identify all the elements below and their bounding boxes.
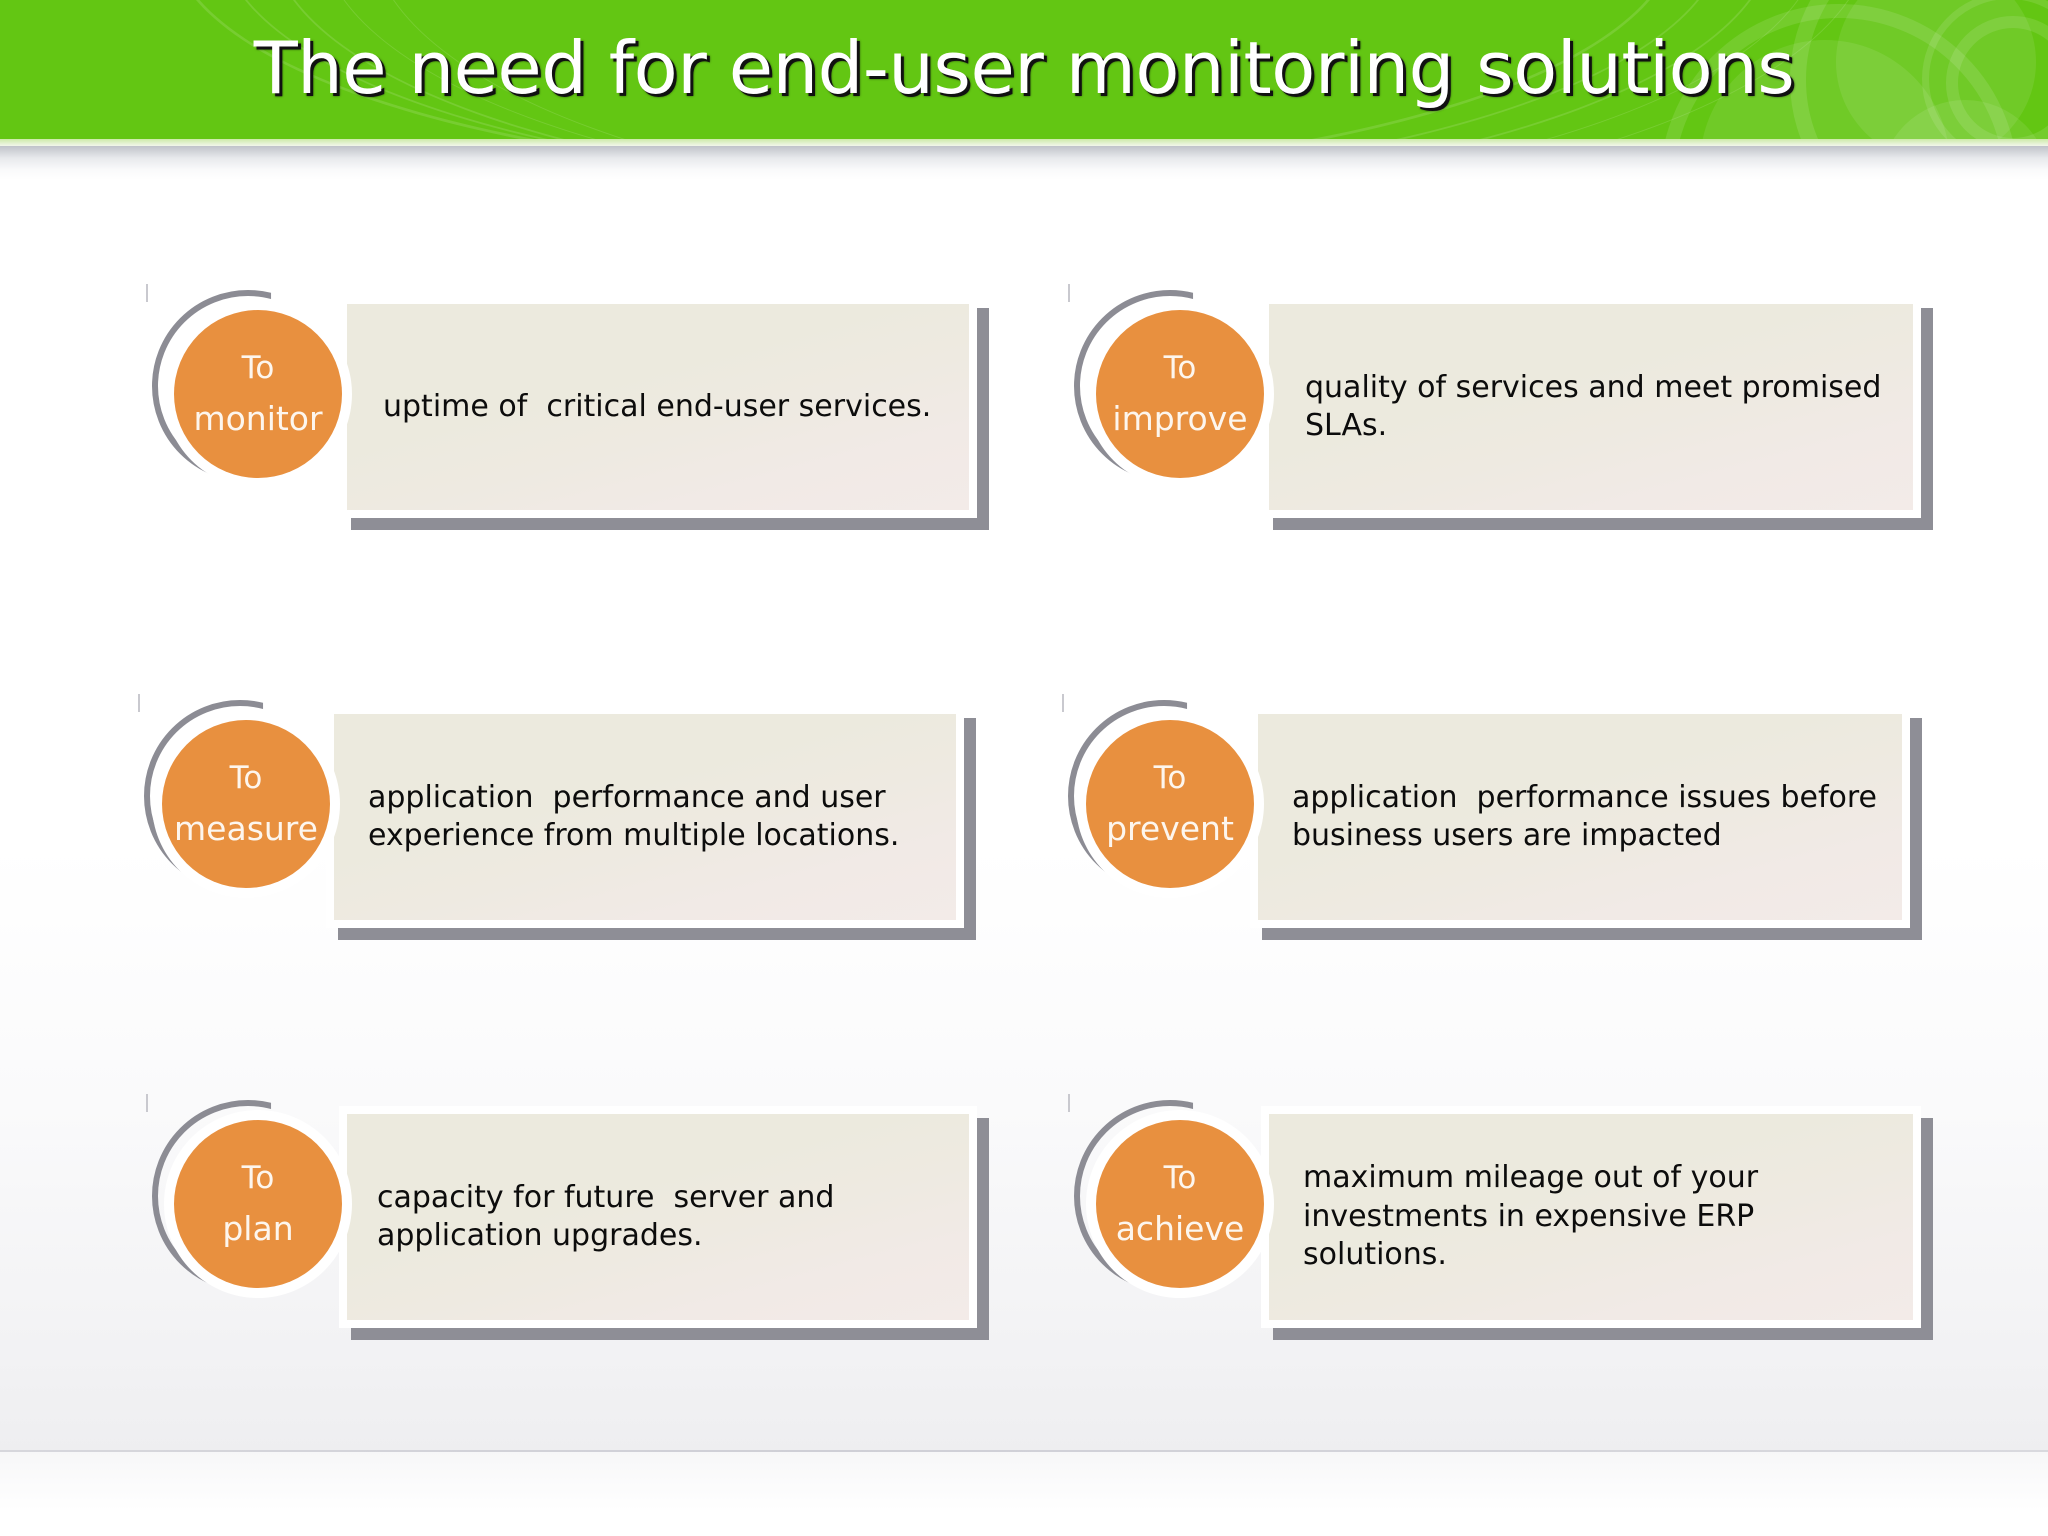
card-badge-line1: To — [1153, 760, 1187, 796]
card-handle-tick — [146, 284, 148, 302]
banner-edge-highlight — [0, 139, 2048, 146]
card-to-plan[interactable]: capacity for future server and applicati… — [146, 1094, 991, 1340]
card-handle-tick — [1062, 694, 1064, 712]
card-badge: To plan — [174, 1120, 342, 1288]
card-handle-tick — [146, 1094, 148, 1112]
card-badge: To monitor — [174, 310, 342, 478]
card-panel: capacity for future server and applicati… — [347, 1114, 969, 1320]
card-badge-line1: To — [229, 760, 263, 796]
card-to-measure[interactable]: application performance and user experie… — [138, 694, 983, 940]
card-text: quality of services and meet promised SL… — [1305, 369, 1891, 443]
card-panel: application performance and user experie… — [334, 714, 956, 920]
card-badge-line2: prevent — [1106, 809, 1234, 848]
card-badge: To achieve — [1096, 1120, 1264, 1288]
card-badge-line1: To — [1163, 350, 1197, 386]
card-handle-tick — [1068, 1094, 1070, 1112]
card-to-prevent[interactable]: application performance issues before bu… — [1062, 694, 1922, 940]
card-panel: uptime of critical end-user services. — [347, 304, 969, 510]
card-badge-line2: plan — [222, 1209, 294, 1248]
footer-separator — [0, 1450, 2048, 1452]
card-badge-line2: measure — [174, 809, 318, 848]
card-badge-ring: To monitor — [164, 300, 352, 488]
card-panel: quality of services and meet promised SL… — [1269, 304, 1913, 510]
card-badge-line2: monitor — [193, 399, 323, 438]
card-badge-ring: To plan — [164, 1110, 352, 1298]
card-to-improve[interactable]: quality of services and meet promised SL… — [1068, 284, 1933, 530]
page-title: The need for end-user monitoring solutio… — [253, 26, 1795, 110]
card-text: uptime of critical end-user services. — [383, 388, 932, 424]
card-text: application performance and user experie… — [368, 779, 900, 853]
card-badge-ring: To improve — [1086, 300, 1274, 488]
card-badge: To improve — [1096, 310, 1264, 478]
card-text: maximum mileage out of your investments … — [1303, 1160, 1768, 1273]
card-text: capacity for future server and applicati… — [377, 1179, 845, 1253]
card-badge-line2: improve — [1112, 399, 1248, 438]
card-panel: maximum mileage out of your investments … — [1269, 1114, 1913, 1320]
card-badge: To measure — [162, 720, 330, 888]
card-badge-ring: To measure — [152, 710, 340, 898]
card-handle-tick — [1068, 284, 1070, 302]
card-badge-line1: To — [1163, 1160, 1197, 1196]
card-badge-line1: To — [241, 1160, 275, 1196]
card-badge: To prevent — [1086, 720, 1254, 888]
card-text: application performance issues before bu… — [1292, 779, 1887, 853]
slide-footer: Manage Engine Powering IT ahead — [0, 1452, 2048, 1536]
banner-drop-shadow — [0, 146, 2048, 180]
card-badge-ring: To achieve — [1086, 1110, 1274, 1298]
card-badge-line2: achieve — [1115, 1209, 1245, 1248]
card-to-achieve[interactable]: maximum mileage out of your investments … — [1068, 1094, 1933, 1340]
card-panel: application performance issues before bu… — [1258, 714, 1902, 920]
card-handle-tick — [138, 694, 140, 712]
card-to-monitor[interactable]: uptime of critical end-user services. To… — [146, 284, 991, 530]
card-badge-line1: To — [241, 350, 275, 386]
card-badge-ring: To prevent — [1076, 710, 1264, 898]
